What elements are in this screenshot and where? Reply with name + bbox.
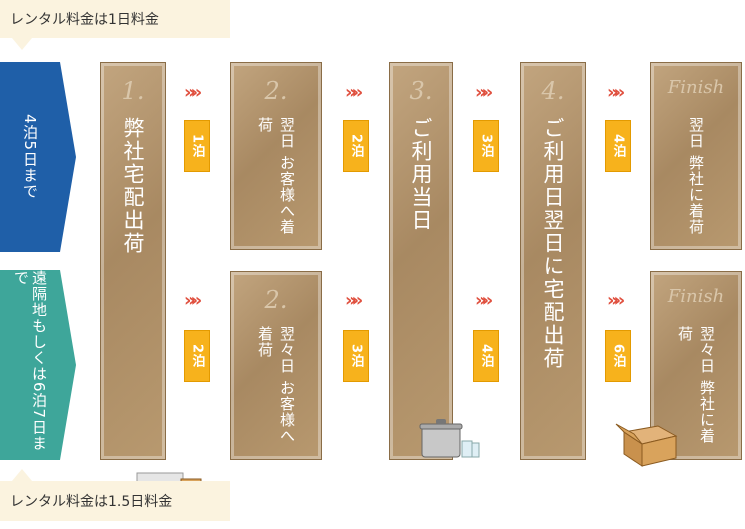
step-4-card: 4. ご利用日翌日に宅配出荷 [520,62,586,460]
nights-badge: 6泊 [605,330,631,382]
cardboard-box-icon [615,423,678,467]
step-1-number: 1. [121,77,145,105]
step-1-label: 弊社宅配出荷 [121,117,145,255]
finish-label-row2: 翌々日 弊社に着荷 [676,326,716,444]
nights-badge: 4泊 [605,120,631,172]
nights-badge-text: 3泊 [478,133,494,159]
step-3-number: 3. [409,77,433,105]
chevron-right-icon: »» [345,82,363,103]
chevron-right-icon: »» [184,82,202,103]
row-tab-4nights-label: 4泊5日まで [21,114,39,200]
chevron-right-icon: »» [475,290,493,311]
nights-badge: 4泊 [473,330,499,382]
step-2-label-row1: 翌日 お客様へ着荷 [256,117,296,235]
rental-note-bottom-text: レンタル料金は1.5日料金 [10,494,173,510]
cooking-pot-icon [419,419,480,458]
row-tab-6nights: 遠隔地もしくは6泊7日まで [0,270,76,460]
finish-label-row1: 翌日 弊社に着荷 [687,117,705,235]
step-2-number-row1: 2. [264,77,288,105]
nights-badge: 3泊 [473,120,499,172]
rental-note-bottom: レンタル料金は1.5日料金 [0,469,230,521]
chevron-right-icon: »» [607,82,625,103]
nights-badge: 3泊 [343,330,369,382]
step-2-card-row1: 2. 翌日 お客様へ着荷 [230,62,322,250]
rental-note-top-text: レンタル料金は1日料金 [10,12,159,28]
finish-title-row2: Finish [667,286,725,307]
step-2-label-row2: 翌々日 お客様へ着荷 [256,326,296,444]
nights-badge-text: 4泊 [610,133,626,159]
nights-badge: 1泊 [184,120,210,172]
nights-badge-text: 2泊 [348,133,364,159]
step-4-label: ご利用日翌日に宅配出荷 [541,117,565,370]
step-2-number-row2: 2. [264,286,288,314]
nights-badge-text: 4泊 [478,343,494,369]
nights-badge-text: 2泊 [189,343,205,369]
nights-badge-text: 6泊 [610,343,626,369]
chevron-right-icon: »» [345,290,363,311]
finish-card-row2: Finish 翌々日 弊社に着荷 [650,271,742,460]
step-4-number: 4. [541,77,565,105]
finish-card-row1: Finish 翌日 弊社に着荷 [650,62,742,250]
step-2-card-row2: 2. 翌々日 お客様へ着荷 [230,271,322,460]
chevron-right-icon: »» [184,290,202,311]
row-tab-4nights: 4泊5日まで [0,62,76,252]
step-3-label: ご利用当日 [409,117,433,232]
nights-badge-text: 1泊 [189,133,205,159]
chevron-right-icon: »» [607,290,625,311]
nights-badge: 2泊 [184,330,210,382]
step-1-card: 1. 弊社宅配出荷 [100,62,202,517]
rental-note-top: レンタル料金は1日料金 [0,0,230,50]
step-3-card: 3. ご利用当日 [389,62,480,460]
nights-badge: 2泊 [343,120,369,172]
nights-badge-text: 3泊 [348,343,364,369]
row-tab-6nights-label: 遠隔地もしくは6泊7日まで [12,270,48,452]
finish-title-row1: Finish [667,77,725,98]
chevron-right-icon: »» [475,82,493,103]
